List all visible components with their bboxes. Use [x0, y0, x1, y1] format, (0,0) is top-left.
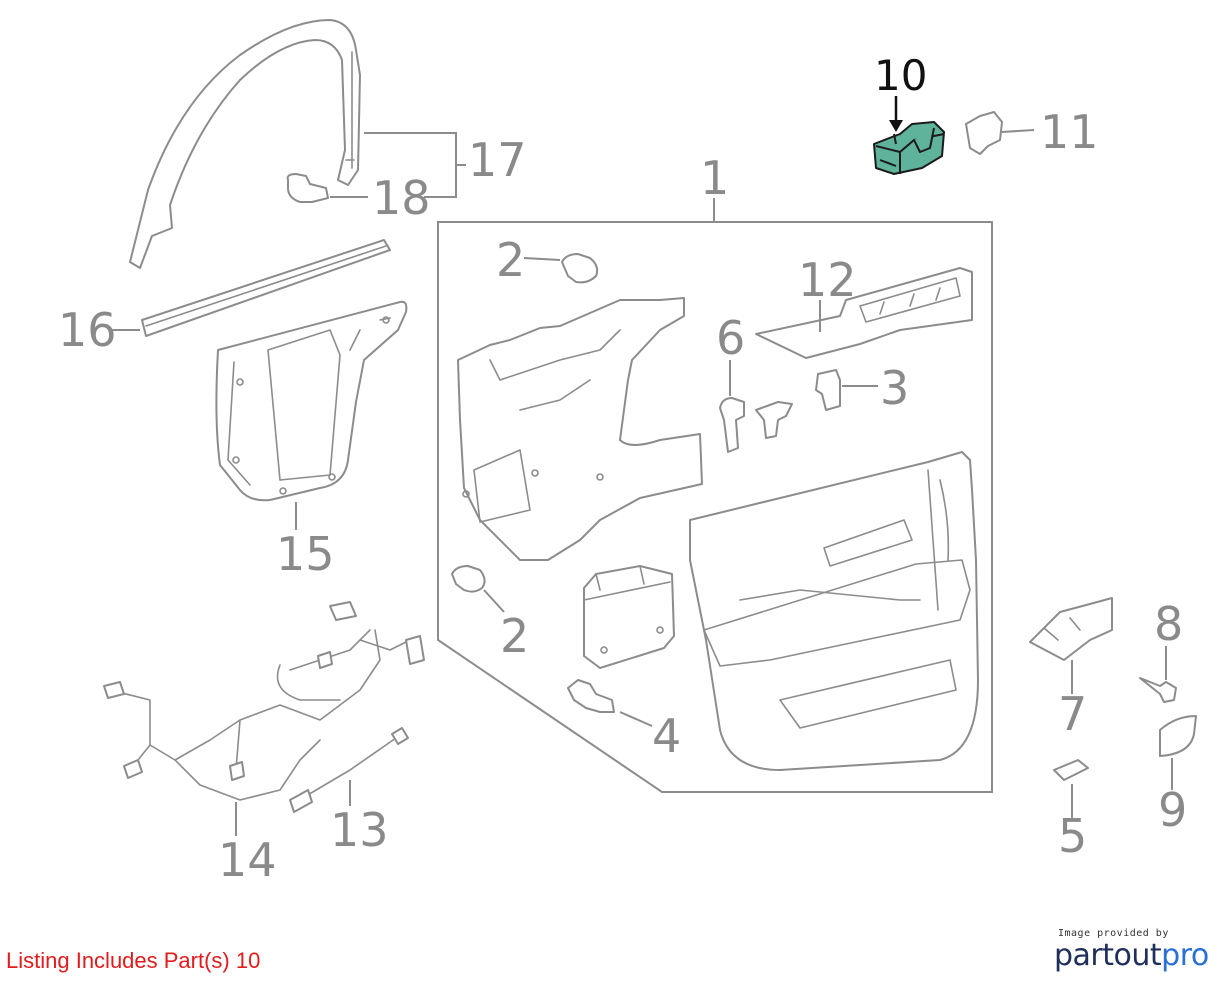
part-15-deflector [215, 300, 408, 502]
leader-4 [619, 711, 653, 727]
part-6-retainer [719, 397, 745, 453]
label-14: 14 [218, 833, 277, 887]
label-9: 9 [1158, 783, 1187, 837]
leader-17-bracket [364, 132, 466, 198]
leader-11 [1001, 129, 1035, 133]
logo-text-partout: partout [1054, 938, 1162, 973]
part-2-lower-clip [451, 565, 486, 593]
label-10: 10 [874, 51, 927, 100]
label-18: 18 [372, 171, 431, 225]
part-3-clip [815, 369, 841, 411]
label-1: 1 [700, 151, 729, 205]
logo-text-pro: pro [1161, 938, 1209, 973]
part-16-belt-strip [141, 239, 391, 337]
part-11-clip [965, 111, 1003, 155]
part-5-pad [1053, 759, 1089, 781]
part-8-screw [1139, 677, 1177, 703]
part-13-harness [289, 727, 409, 813]
label-7: 7 [1058, 687, 1087, 741]
part-7-handle [1029, 597, 1113, 661]
part-10-window-switch [873, 121, 945, 175]
label-4: 4 [652, 709, 681, 763]
part-12-switch-bezel [755, 267, 973, 359]
label-6: 6 [716, 311, 745, 365]
label-8: 8 [1154, 597, 1183, 651]
part-17-window-frame [129, 19, 361, 269]
part-14-harness [103, 601, 425, 801]
part-2-upper-clip [561, 253, 599, 284]
part-9-cover [1159, 715, 1197, 757]
label-17: 17 [468, 133, 527, 187]
image-credit: Image provided by partoutpro [1054, 928, 1214, 971]
label-12: 12 [798, 253, 857, 307]
leader-2-lower [483, 589, 505, 613]
listing-includes-text: Listing Includes Part(s) 10 [6, 948, 261, 973]
part-small-bracket [755, 401, 793, 439]
label-2-upper: 2 [496, 233, 525, 287]
part-door-trim-panel [689, 451, 979, 771]
label-13: 13 [330, 803, 389, 857]
label-5: 5 [1058, 809, 1087, 863]
credit-caption: Image provided by [1058, 928, 1169, 939]
label-3: 3 [880, 361, 909, 415]
label-2-lower: 2 [500, 609, 529, 663]
part-18-clip [286, 173, 329, 203]
part-4-bolt [567, 679, 615, 713]
label-11: 11 [1040, 105, 1099, 159]
label-16: 16 [58, 303, 117, 357]
part-module [583, 565, 675, 669]
part-1-group-outline [437, 221, 993, 793]
part-inner-frame [457, 297, 703, 561]
partoutpro-logo: partoutpro [1054, 941, 1214, 971]
arrow-10 [889, 120, 903, 132]
leader-2-upper [523, 257, 561, 261]
label-15: 15 [276, 527, 335, 581]
